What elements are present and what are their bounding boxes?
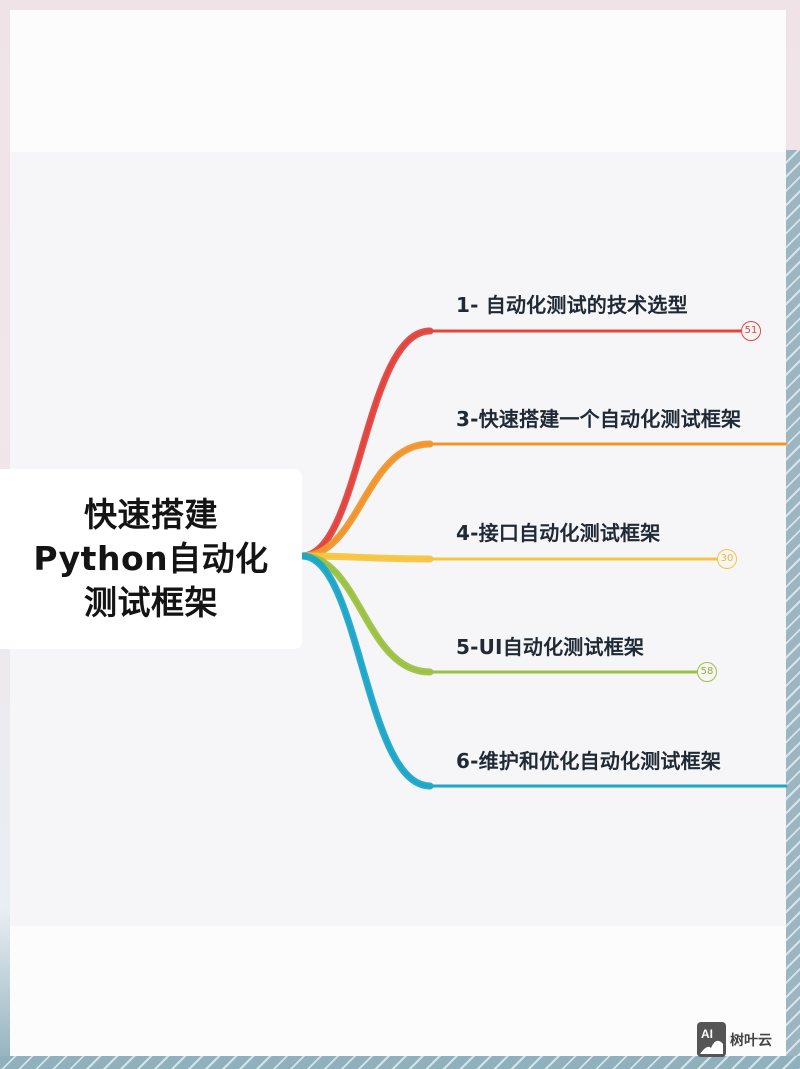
top-blank-area [10,10,786,150]
branch-4-label[interactable]: 4-接口自动化测试框架 [456,521,661,545]
branch-5-label[interactable]: 5-UI自动化测试框架 [456,635,645,659]
background-stripes-right [786,150,800,1069]
bottom-blank-area [10,926,786,1056]
ai-logo-icon: AI [697,1022,726,1057]
background-stripes-bottom [0,1056,800,1069]
branch-5-count-badge[interactable]: 58 [697,662,717,682]
root-title-line-1: 快速搭建 [84,495,218,534]
branch-3-label[interactable]: 3-快速搭建一个自动化测试框架 [456,407,742,431]
root-node[interactable]: 快速搭建 Python自动化 测试框架 [0,469,302,649]
watermark-brand: 树叶云 [730,1032,772,1049]
branch-1-label[interactable]: 1- 自动化测试的技术选型 [456,293,688,317]
root-title-line-3: 测试框架 [84,583,218,622]
branch-4-count-badge[interactable]: 30 [717,549,737,569]
root-title-line-2: Python自动化 [33,539,269,578]
branch-1-count-badge[interactable]: 51 [741,321,761,341]
watermark: AI 树叶云 [697,1022,772,1057]
page-card [10,10,786,1056]
branch-6-label[interactable]: 6-维护和优化自动化测试框架 [456,749,722,773]
